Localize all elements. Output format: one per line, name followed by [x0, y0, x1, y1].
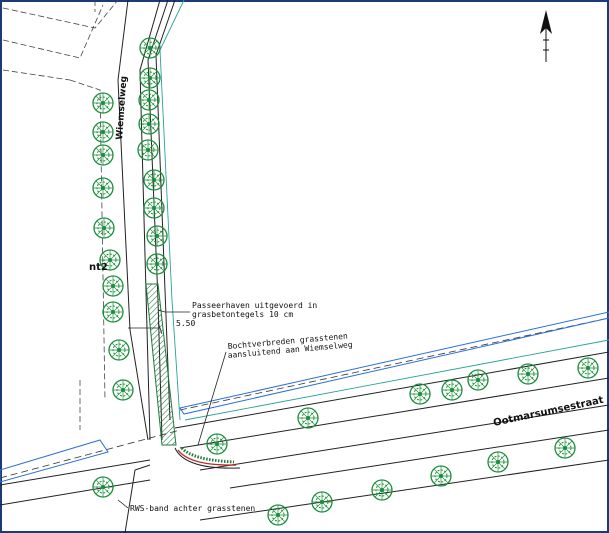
ditches — [0, 311, 609, 483]
passing-bay — [145, 283, 177, 446]
note-band: RWS-band achter grasstenen — [130, 504, 255, 513]
verge-line-horizontal — [184, 339, 609, 421]
dimension-label: 5.50 — [176, 319, 195, 328]
street-label-ootmarsumsestraat: Ootmarsumsestraat — [492, 395, 604, 429]
road-edge-dashed — [0, 429, 181, 479]
corner-grass-stones — [180, 446, 235, 464]
south-stub — [124, 464, 151, 533]
parcel-lines — [2, 0, 119, 430]
leader-lines — [117, 309, 227, 509]
street-label-wiemselweg: Wiemselweg — [115, 76, 129, 140]
dimension-marker — [128, 321, 163, 335]
north-arrow-icon — [540, 10, 552, 62]
verge-line-vertical — [159, 0, 185, 421]
road-edge-dashed-2 — [179, 317, 609, 411]
rws-band — [177, 449, 237, 466]
parcel-label: nt2 — [89, 262, 108, 273]
note-passing-bay-1: Passeerhaven uitgevoerd in — [192, 301, 317, 310]
note-passing-bay-2: grasbetontegels 10 cm — [192, 310, 293, 319]
corner-curve — [174, 447, 241, 469]
road-ootmarsumsestraat — [0, 351, 609, 521]
trees — [92, 37, 599, 526]
